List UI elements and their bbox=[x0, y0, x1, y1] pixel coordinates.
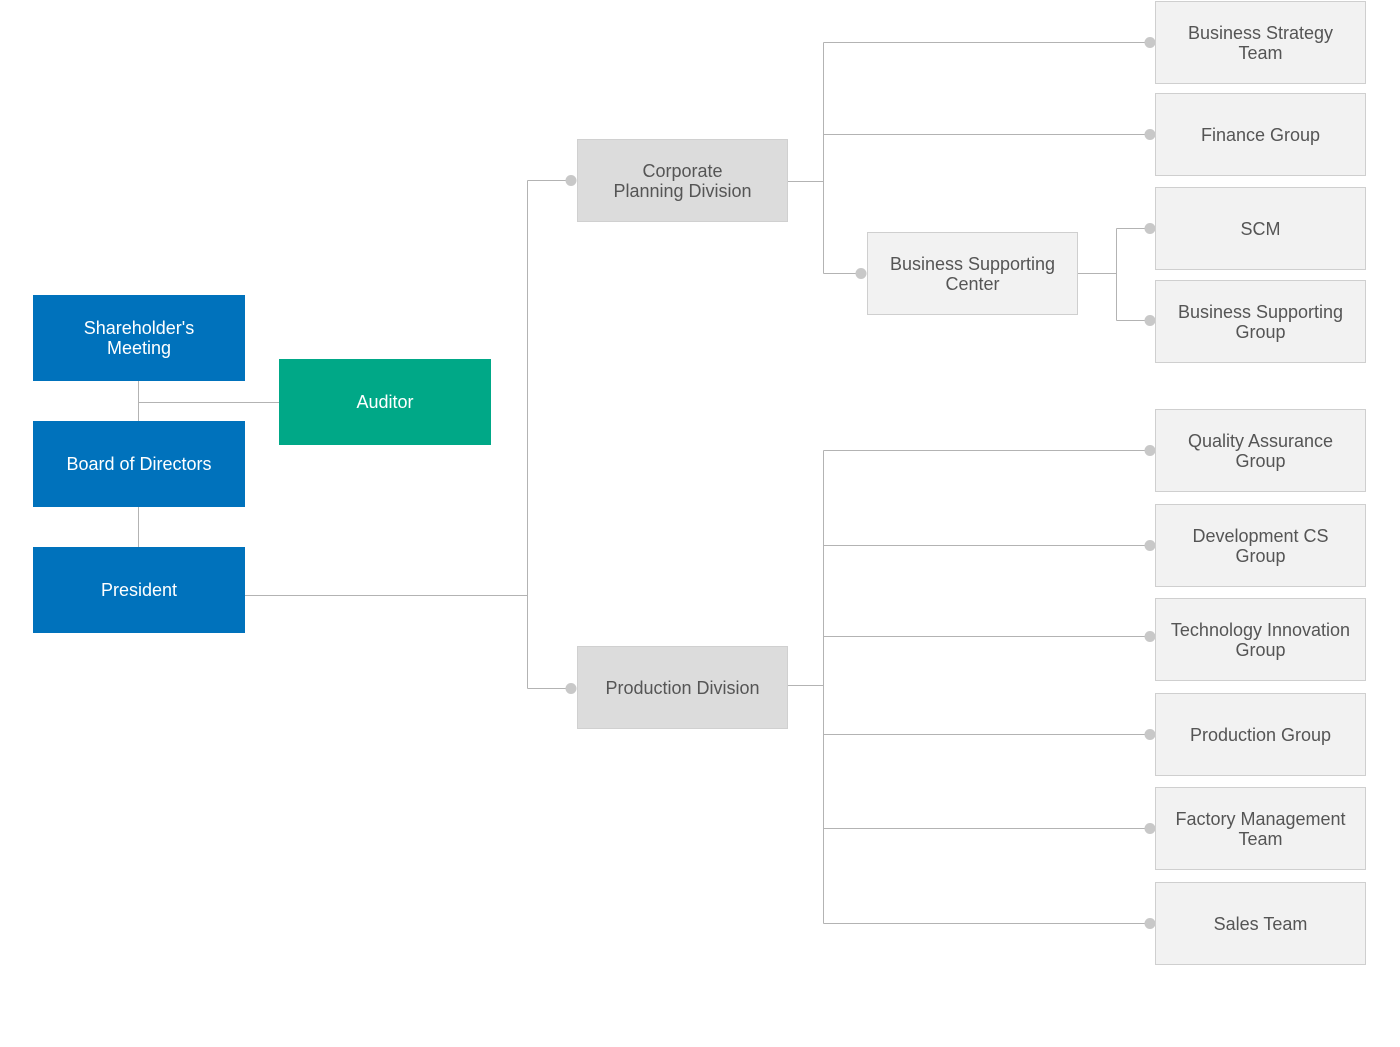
business-supporting-group-label: Business Supporting Group bbox=[1177, 301, 1344, 342]
production-division-box: Production Division bbox=[577, 646, 788, 729]
connector-dot bbox=[1144, 223, 1156, 234]
business-supporting-center-label: Business Supporting Center bbox=[889, 253, 1056, 294]
production-group-box: Production Group bbox=[1155, 693, 1366, 776]
quality-assurance-group-label: Quality Assurance Group bbox=[1187, 430, 1334, 471]
board-of-directors-box: Board of Directors bbox=[33, 421, 245, 507]
connector-dot bbox=[1144, 729, 1156, 740]
business-supporting-center-box: Business Supporting Center bbox=[867, 232, 1078, 315]
connector-dot bbox=[1144, 129, 1156, 140]
scm-box: SCM bbox=[1155, 187, 1366, 270]
quality-assurance-group-box: Quality Assurance Group bbox=[1155, 409, 1366, 492]
finance-group-label: Finance Group bbox=[1200, 124, 1321, 145]
connector-dot bbox=[1144, 631, 1156, 642]
shareholders-meeting-label: Shareholder's Meeting bbox=[83, 318, 195, 358]
sales-team-box: Sales Team bbox=[1155, 882, 1366, 965]
technology-innovation-group-box: Technology Innovation Group bbox=[1155, 598, 1366, 681]
production-group-label: Production Group bbox=[1189, 724, 1332, 745]
connector-dot bbox=[1144, 918, 1156, 929]
auditor-label: Auditor bbox=[356, 392, 414, 412]
corporate-planning-division-box: Corporate Planning Division bbox=[577, 139, 788, 222]
connector-dot bbox=[1144, 823, 1156, 834]
business-strategy-team-box: Business Strategy Team bbox=[1155, 1, 1366, 84]
connector-dot bbox=[565, 175, 577, 186]
connector-dot bbox=[855, 268, 867, 279]
development-cs-group-label: Development CS Group bbox=[1192, 525, 1329, 566]
sales-team-label: Sales Team bbox=[1213, 913, 1308, 934]
connector-dot bbox=[1144, 37, 1156, 48]
connector-dot bbox=[565, 683, 577, 694]
finance-group-box: Finance Group bbox=[1155, 93, 1366, 176]
business-supporting-group-box: Business Supporting Group bbox=[1155, 280, 1366, 363]
factory-management-team-label: Factory Management Team bbox=[1175, 808, 1346, 849]
business-strategy-team-label: Business Strategy Team bbox=[1187, 22, 1334, 63]
corporate-planning-division-label: Corporate Planning Division bbox=[613, 160, 752, 201]
board-of-directors-label: Board of Directors bbox=[66, 454, 212, 474]
technology-innovation-group-label: Technology Innovation Group bbox=[1170, 619, 1351, 660]
auditor-box: Auditor bbox=[279, 359, 491, 445]
connector-dot bbox=[1144, 315, 1156, 326]
connector-dot bbox=[1144, 540, 1156, 551]
connector-dot bbox=[1144, 445, 1156, 456]
shareholders-meeting-box: Shareholder's Meeting bbox=[33, 295, 245, 381]
scm-label: SCM bbox=[1240, 218, 1281, 239]
development-cs-group-box: Development CS Group bbox=[1155, 504, 1366, 587]
production-division-label: Production Division bbox=[605, 677, 760, 698]
president-box: President bbox=[33, 547, 245, 633]
president-label: President bbox=[100, 580, 178, 600]
factory-management-team-box: Factory Management Team bbox=[1155, 787, 1366, 870]
